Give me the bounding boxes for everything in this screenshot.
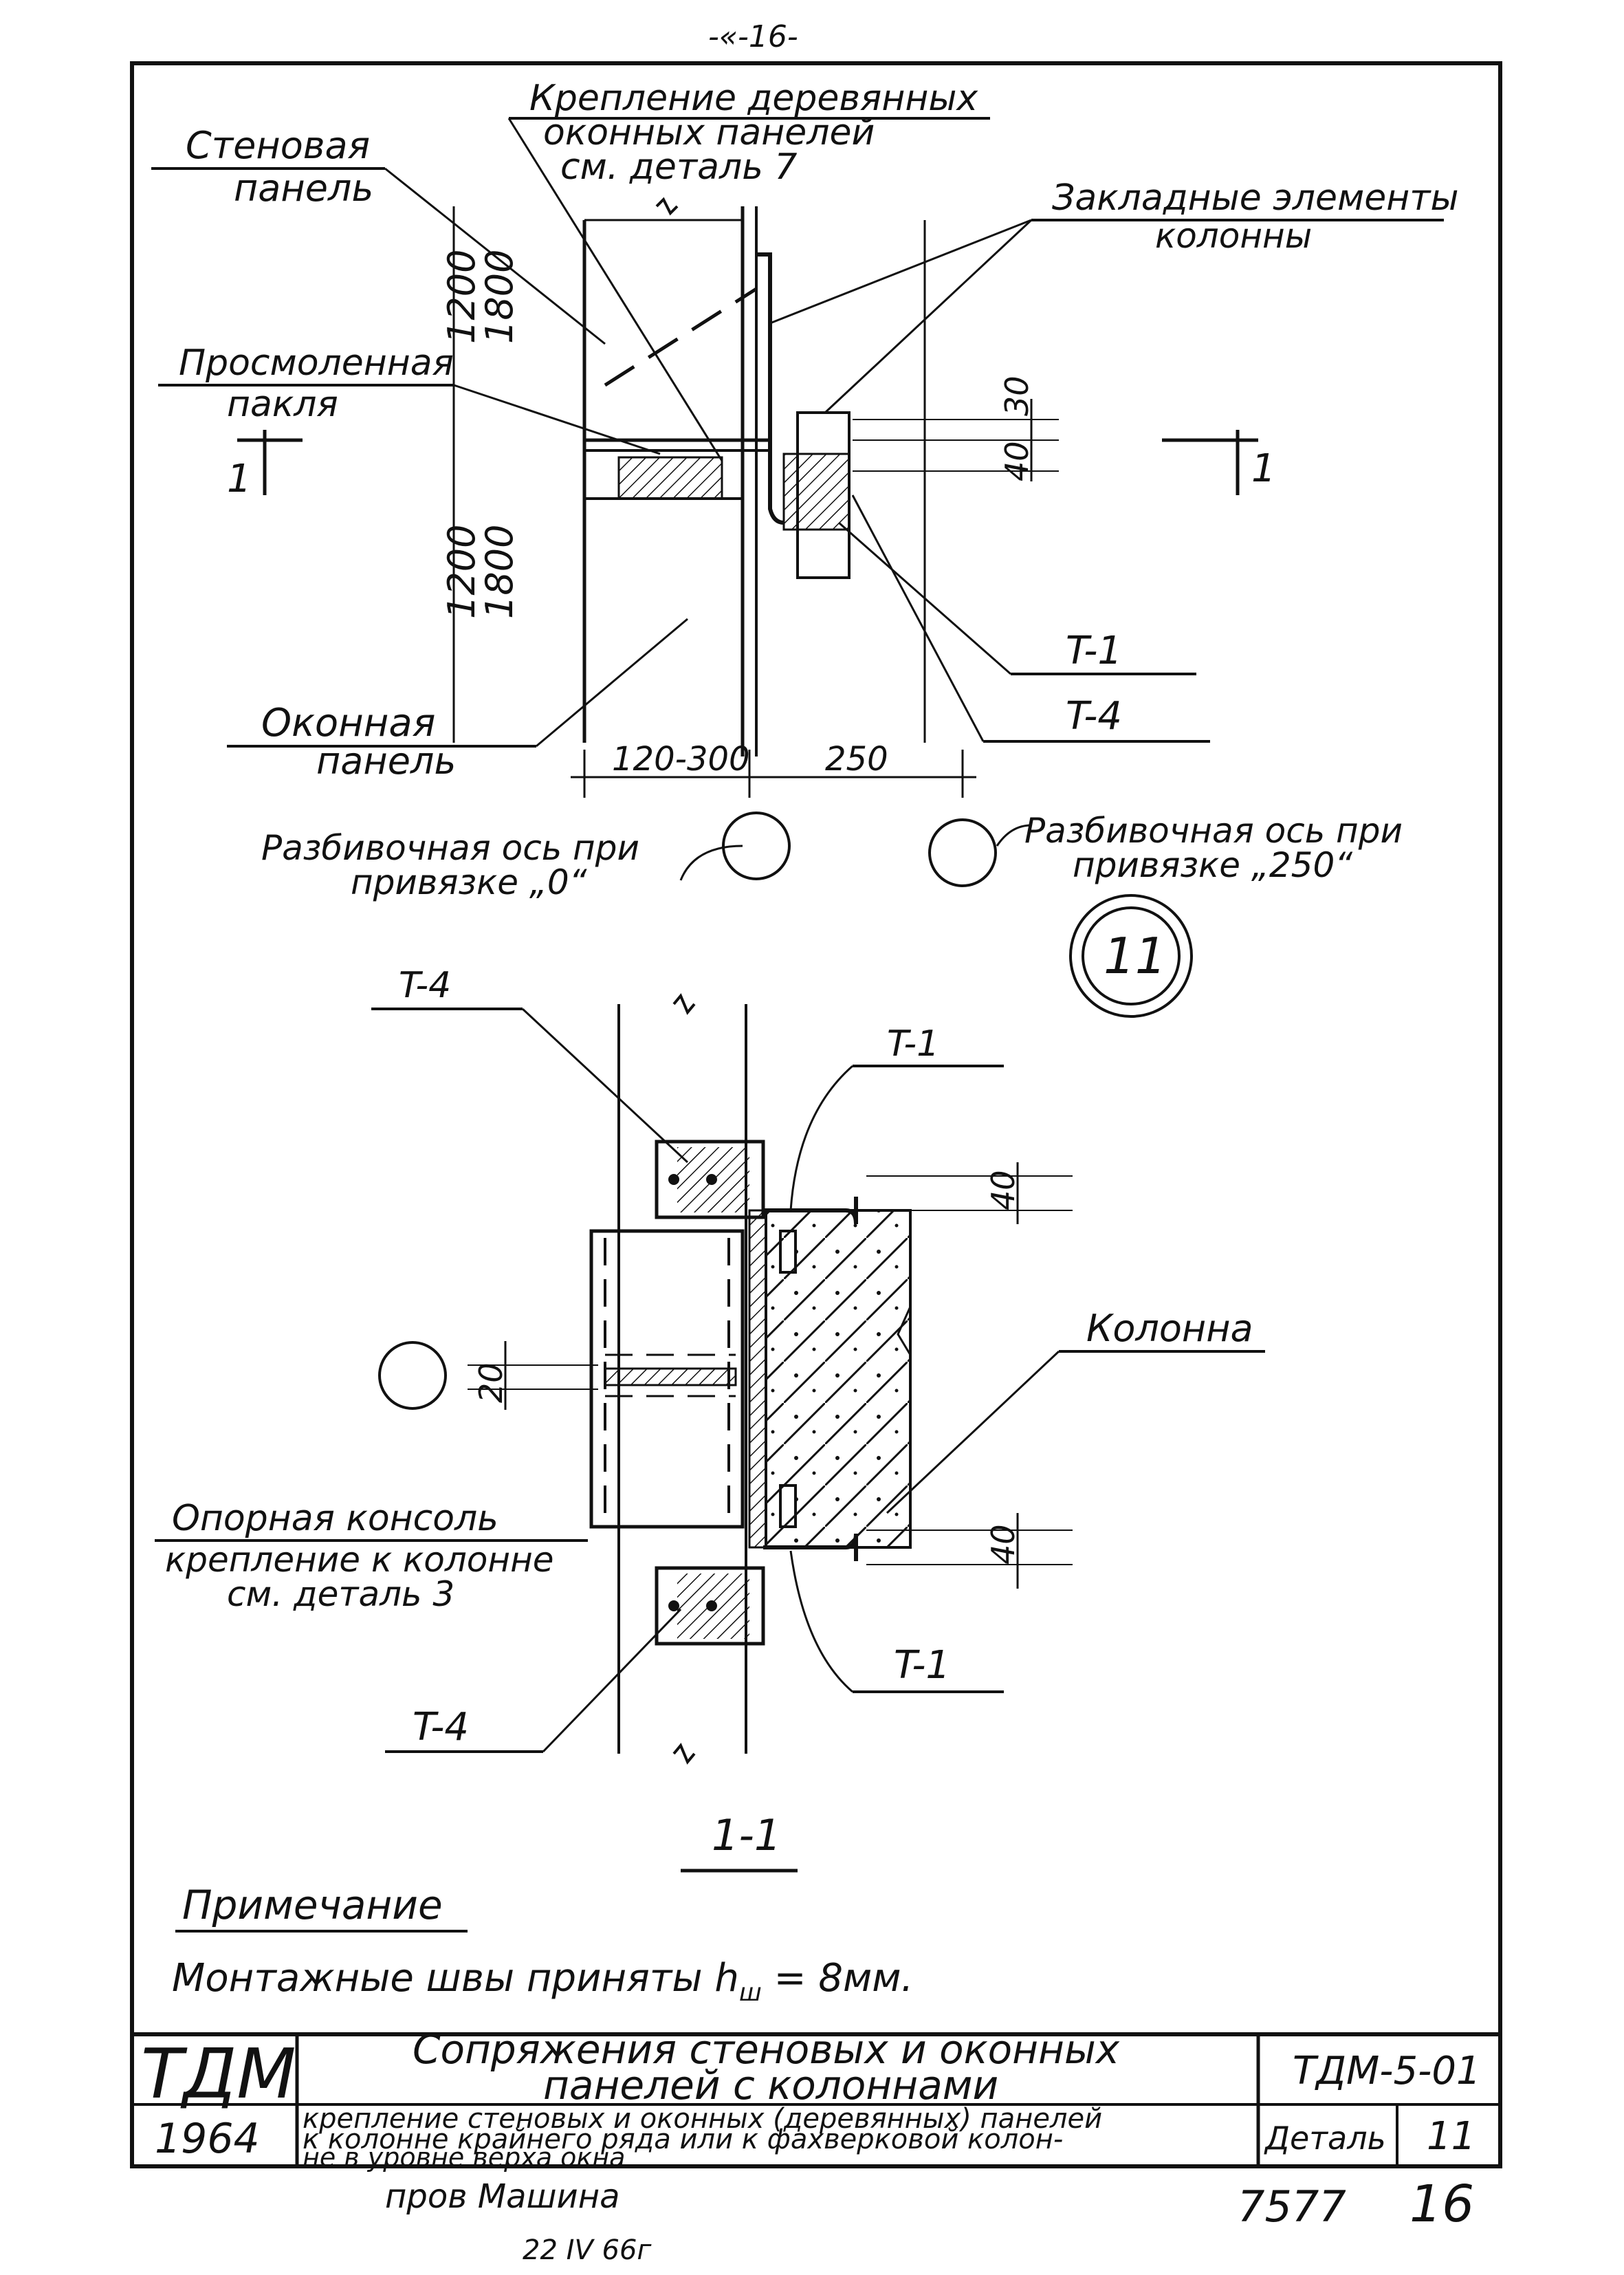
dim-30: 30 <box>998 375 1035 416</box>
label-T4-bot: T-4 <box>413 1705 469 1750</box>
subtitle-line3: не в уровне верха окна <box>303 2142 625 2173</box>
signature-date: 22 IV 66г <box>523 2234 652 2266</box>
label-T4: T-4 <box>1066 694 1122 739</box>
footer: пров Машина 22 IV 66г 7577 16 <box>385 2175 1474 2266</box>
title-line1: Сопряжения стеновых и оконных <box>413 2026 1120 2073</box>
page-number: 16 <box>1409 2175 1474 2234</box>
label-T1-top: T-1 <box>887 1023 939 1065</box>
title-code: ТДМ-5-01 <box>1293 2049 1481 2093</box>
label-T1-bot: T-1 <box>894 1643 950 1688</box>
note-text: Монтажные швы приняты hш = 8мм. <box>172 1956 913 2007</box>
sheet-ref: 7577 <box>1238 2181 1346 2232</box>
dim-20: 20 <box>472 1362 509 1403</box>
section-mark-right: 1 <box>1251 446 1276 491</box>
dim-250: 250 <box>825 740 888 779</box>
section-title: 1-1 <box>712 1810 781 1860</box>
top-stamp: -«-16- <box>708 19 798 54</box>
dim-1800-top: 1800 <box>478 250 521 344</box>
subtitle-line1: крепление стеновых и оконных (деревянных… <box>303 2103 1102 2135</box>
note: Примечание Монтажные швы приняты hш = 8м… <box>172 1882 913 2007</box>
sheet-frame <box>130 61 1502 2168</box>
label-wall-panel-line1: Стеновая <box>186 124 370 167</box>
label-axis-0-line2: привязке „0“ <box>351 862 588 902</box>
label-fastening-line3: см. деталь 7 <box>560 146 797 188</box>
axis-circle-section <box>378 1341 447 1410</box>
signature: пров Машина <box>385 2177 620 2216</box>
detail-num: 11 <box>1427 2114 1475 2159</box>
note-heading: Примечание <box>182 1882 443 1928</box>
dim-1200-top: 1200 <box>440 250 483 344</box>
axis-circle-0 <box>722 812 791 880</box>
dim-1200-bot: 1200 <box>440 525 483 619</box>
subtitle-line2: к колонне крайнего ряда или к фахверково… <box>303 2124 1063 2155</box>
label-console-line3: см. деталь 3 <box>227 1574 454 1614</box>
label-axis-0-line1: Разбивочная ось при <box>261 828 639 868</box>
detail-11-plan: Крепление деревянных оконных панелей см.… <box>151 78 1459 1018</box>
title-block: ТДМ 1964 Сопряжения стеновых и оконных п… <box>132 2026 1500 2173</box>
logo: ТДМ <box>141 2034 296 2114</box>
title-line2: панелей с колоннами <box>543 2062 998 2109</box>
dim-40-bot: 40 <box>985 1524 1022 1565</box>
dim-40-top: 40 <box>985 1170 1022 1210</box>
dim-40: 40 <box>998 441 1035 481</box>
dim-1800-bot: 1800 <box>478 525 521 619</box>
label-console-line2: крепление к колонне <box>165 1540 554 1580</box>
label-tow-line1: Просмоленная <box>179 342 454 384</box>
label-embedded-line1: Закладные элементы <box>1052 177 1459 219</box>
detail-label: Деталь <box>1264 2120 1386 2157</box>
label-T4-top: T-4 <box>399 965 451 1006</box>
label-tow-line2: пакля <box>227 384 338 425</box>
label-window-panel-line1: Оконная <box>261 701 435 745</box>
label-axis-250-line2: привязке „250“ <box>1073 845 1353 885</box>
label-column: Колонна <box>1086 1307 1253 1350</box>
section-mark-left: 1 <box>227 457 252 501</box>
label-window-panel-line2: панель <box>316 739 456 783</box>
label-T1: T-1 <box>1066 629 1122 673</box>
section-1-1: T-4 T-1 Колонна 40 40 20 Опорная консоль… <box>155 965 1265 1873</box>
dim-120-300: 120-300 <box>612 740 750 779</box>
detail-number: 11 <box>1104 927 1167 985</box>
axis-circle-250 <box>928 818 997 887</box>
label-wall-panel-line2: панель <box>234 166 373 210</box>
year: 1964 <box>155 2115 260 2163</box>
label-axis-250-line1: Разбивочная ось при <box>1024 811 1403 851</box>
label-console-line1: Опорная консоль <box>172 1498 498 1539</box>
label-fastening-line1: Крепление деревянных <box>529 78 978 119</box>
label-fastening-line2: оконных панелей <box>543 112 875 153</box>
label-embedded-line2: колонны <box>1155 216 1312 256</box>
